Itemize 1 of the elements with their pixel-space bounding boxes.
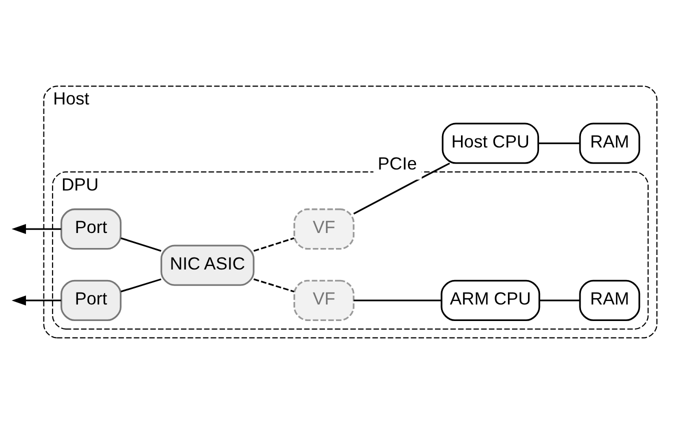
edge-label: PCIe: [378, 153, 417, 174]
